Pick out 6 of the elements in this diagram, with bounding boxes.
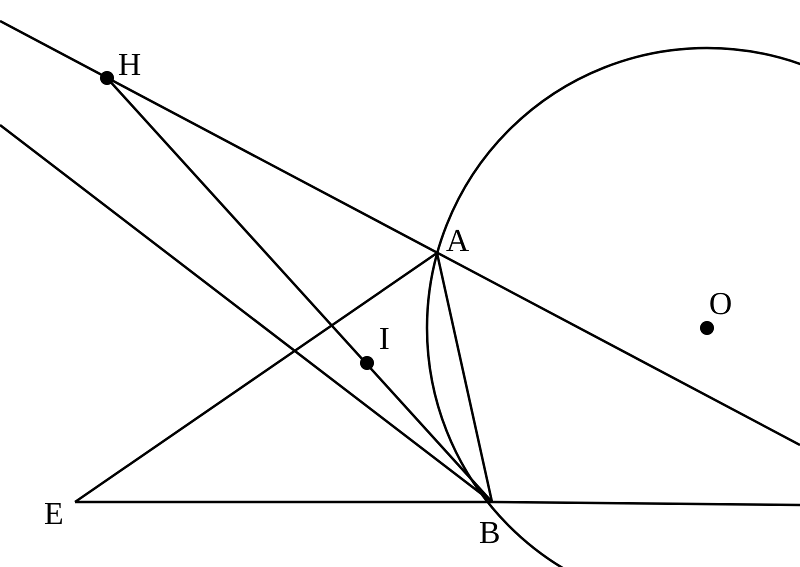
point-label: H [118,48,142,80]
point-label: A [446,224,470,256]
point-label: B [479,516,500,548]
point-label: E [44,497,64,529]
point-label: I [379,322,390,354]
point-label: O [709,287,732,319]
